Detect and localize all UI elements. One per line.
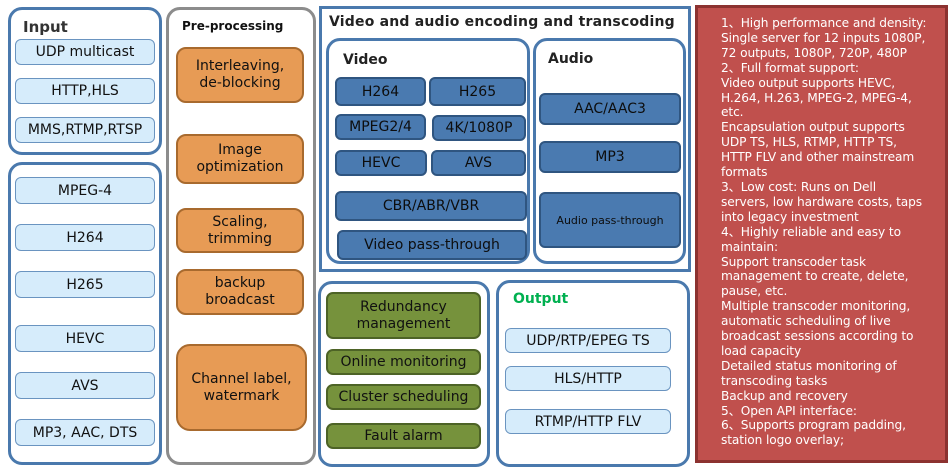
audio-panel: Audio AAC/AAC3 MP3 Audio pass-through <box>533 38 686 264</box>
management-box: Online monitoring <box>326 349 481 375</box>
input-format-box: H264 <box>15 224 155 251</box>
preprocessing-box: Interleaving, de-blocking <box>176 47 304 103</box>
feature-line: maintain: <box>721 239 779 254</box>
video-codec-box: AVS <box>431 150 526 176</box>
feature-line: 5、Open API interface: <box>721 403 857 418</box>
feature-line: into legacy investment <box>721 209 859 224</box>
feature-line: 3、Low cost: Runs on Dell <box>721 179 876 194</box>
audio-passthrough-box: Audio pass-through <box>539 192 681 248</box>
preprocessing-box: Channel label, watermark <box>176 344 307 431</box>
feature-line: Backup and recovery <box>721 388 848 403</box>
feature-line: etc. <box>721 105 744 120</box>
video-codec-box: H264 <box>335 77 426 106</box>
feature-line: 1、High performance and density: <box>721 16 927 30</box>
feature-line: H.264, H.263, MPEG-2, MPEG-4, <box>721 90 912 105</box>
input-protocol-box: MMS,RTMP,RTSP <box>15 117 155 143</box>
feature-line: 2、Full format support: <box>721 60 859 75</box>
feature-line: management to create, delete, <box>721 269 909 284</box>
feature-line: 4、Highly reliable and easy to <box>721 224 901 239</box>
feature-line: Multiple transcoder monitoring, <box>721 299 911 314</box>
output-protocol-box: UDP/RTP/EPEG TS <box>505 328 671 353</box>
preprocessing-title: Pre-processing <box>182 19 284 33</box>
input-title: Input <box>23 18 68 36</box>
preprocessing-box: Image optimization <box>176 134 304 184</box>
video-passthrough-box: Video pass-through <box>337 230 527 260</box>
video-codec-box: HEVC <box>335 150 427 176</box>
output-panel: Output UDP/RTP/EPEG TS HLS/HTTP RTMP/HTT… <box>496 280 690 467</box>
input-format-box: MPEG-4 <box>15 177 155 204</box>
input-format-box: HEVC <box>15 325 155 352</box>
video-title: Video <box>343 52 388 68</box>
input-protocol-box: HTTP,HLS <box>15 78 155 104</box>
feature-line: broadcast sessions according to <box>721 329 914 344</box>
output-protocol-box: HLS/HTTP <box>505 366 671 391</box>
input-formats-panel: MPEG-4 H264 H265 HEVC AVS MP3, AAC, DTS <box>8 162 162 465</box>
input-format-box: H265 <box>15 271 155 298</box>
management-panel: Redundancy management Online monitoring … <box>318 281 490 467</box>
preprocessing-panel: Pre-processing Interleaving, de-blocking… <box>166 7 316 465</box>
input-protocol-box: UDP multicast <box>15 39 155 65</box>
management-box: Fault alarm <box>326 423 481 449</box>
feature-line: HTTP FLV and other mainstream <box>721 150 915 165</box>
video-codec-box: 4K/1080P <box>432 115 526 141</box>
management-box: Cluster scheduling <box>326 384 481 410</box>
encoding-title: Video and audio encoding and transcoding <box>329 14 675 30</box>
input-format-box: AVS <box>15 372 155 399</box>
encoding-panel: Video and audio encoding and transcoding… <box>319 6 691 272</box>
audio-codec-box: MP3 <box>539 141 681 173</box>
feature-line: UDP TS, HLS, RTMP, HTTP TS, <box>721 135 897 150</box>
feature-line: servers, low hardware costs, taps <box>721 194 923 209</box>
feature-line: load capacity <box>721 343 802 358</box>
feature-line: pause, etc. <box>721 284 788 299</box>
feature-line: Encapsulation output supports <box>721 120 905 135</box>
features-panel: 1、High performance and density:Single se… <box>695 5 948 463</box>
feature-line: station logo overlay; <box>721 433 844 448</box>
feature-line: transcoding tasks <box>721 373 828 388</box>
rate-control-box: CBR/ABR/VBR <box>335 191 527 221</box>
input-protocols-panel: Input UDP multicast HTTP,HLS MMS,RTMP,RT… <box>8 7 162 155</box>
feature-line: Support transcoder task <box>721 254 867 269</box>
preprocessing-box: Scaling, trimming <box>176 208 304 253</box>
management-box: Redundancy management <box>326 292 481 339</box>
feature-line: Video output supports HEVC, <box>721 75 895 90</box>
feature-line: 72 outputs, 1080P, 720P, 480P <box>721 45 907 60</box>
features-list: 1、High performance and density:Single se… <box>721 16 939 448</box>
preprocessing-box: backup broadcast <box>176 269 304 315</box>
feature-line: 6、Supports program padding, <box>721 418 906 433</box>
audio-codec-box: AAC/AAC3 <box>539 93 681 125</box>
video-codec-box: H265 <box>429 77 526 106</box>
video-codec-box: MPEG2/4 <box>335 114 426 140</box>
feature-line: Single server for 12 inputs 1080P, <box>721 30 926 45</box>
output-title: Output <box>513 291 569 307</box>
audio-title: Audio <box>548 51 594 67</box>
feature-line: automatic scheduling of live <box>721 314 891 329</box>
input-format-box: MP3, AAC, DTS <box>15 419 155 446</box>
output-protocol-box: RTMP/HTTP FLV <box>505 409 671 434</box>
feature-line: Detailed status monitoring of <box>721 358 897 373</box>
feature-line: formats <box>721 165 768 180</box>
video-panel: Video H264 H265 MPEG2/4 4K/1080P HEVC AV… <box>326 38 530 264</box>
